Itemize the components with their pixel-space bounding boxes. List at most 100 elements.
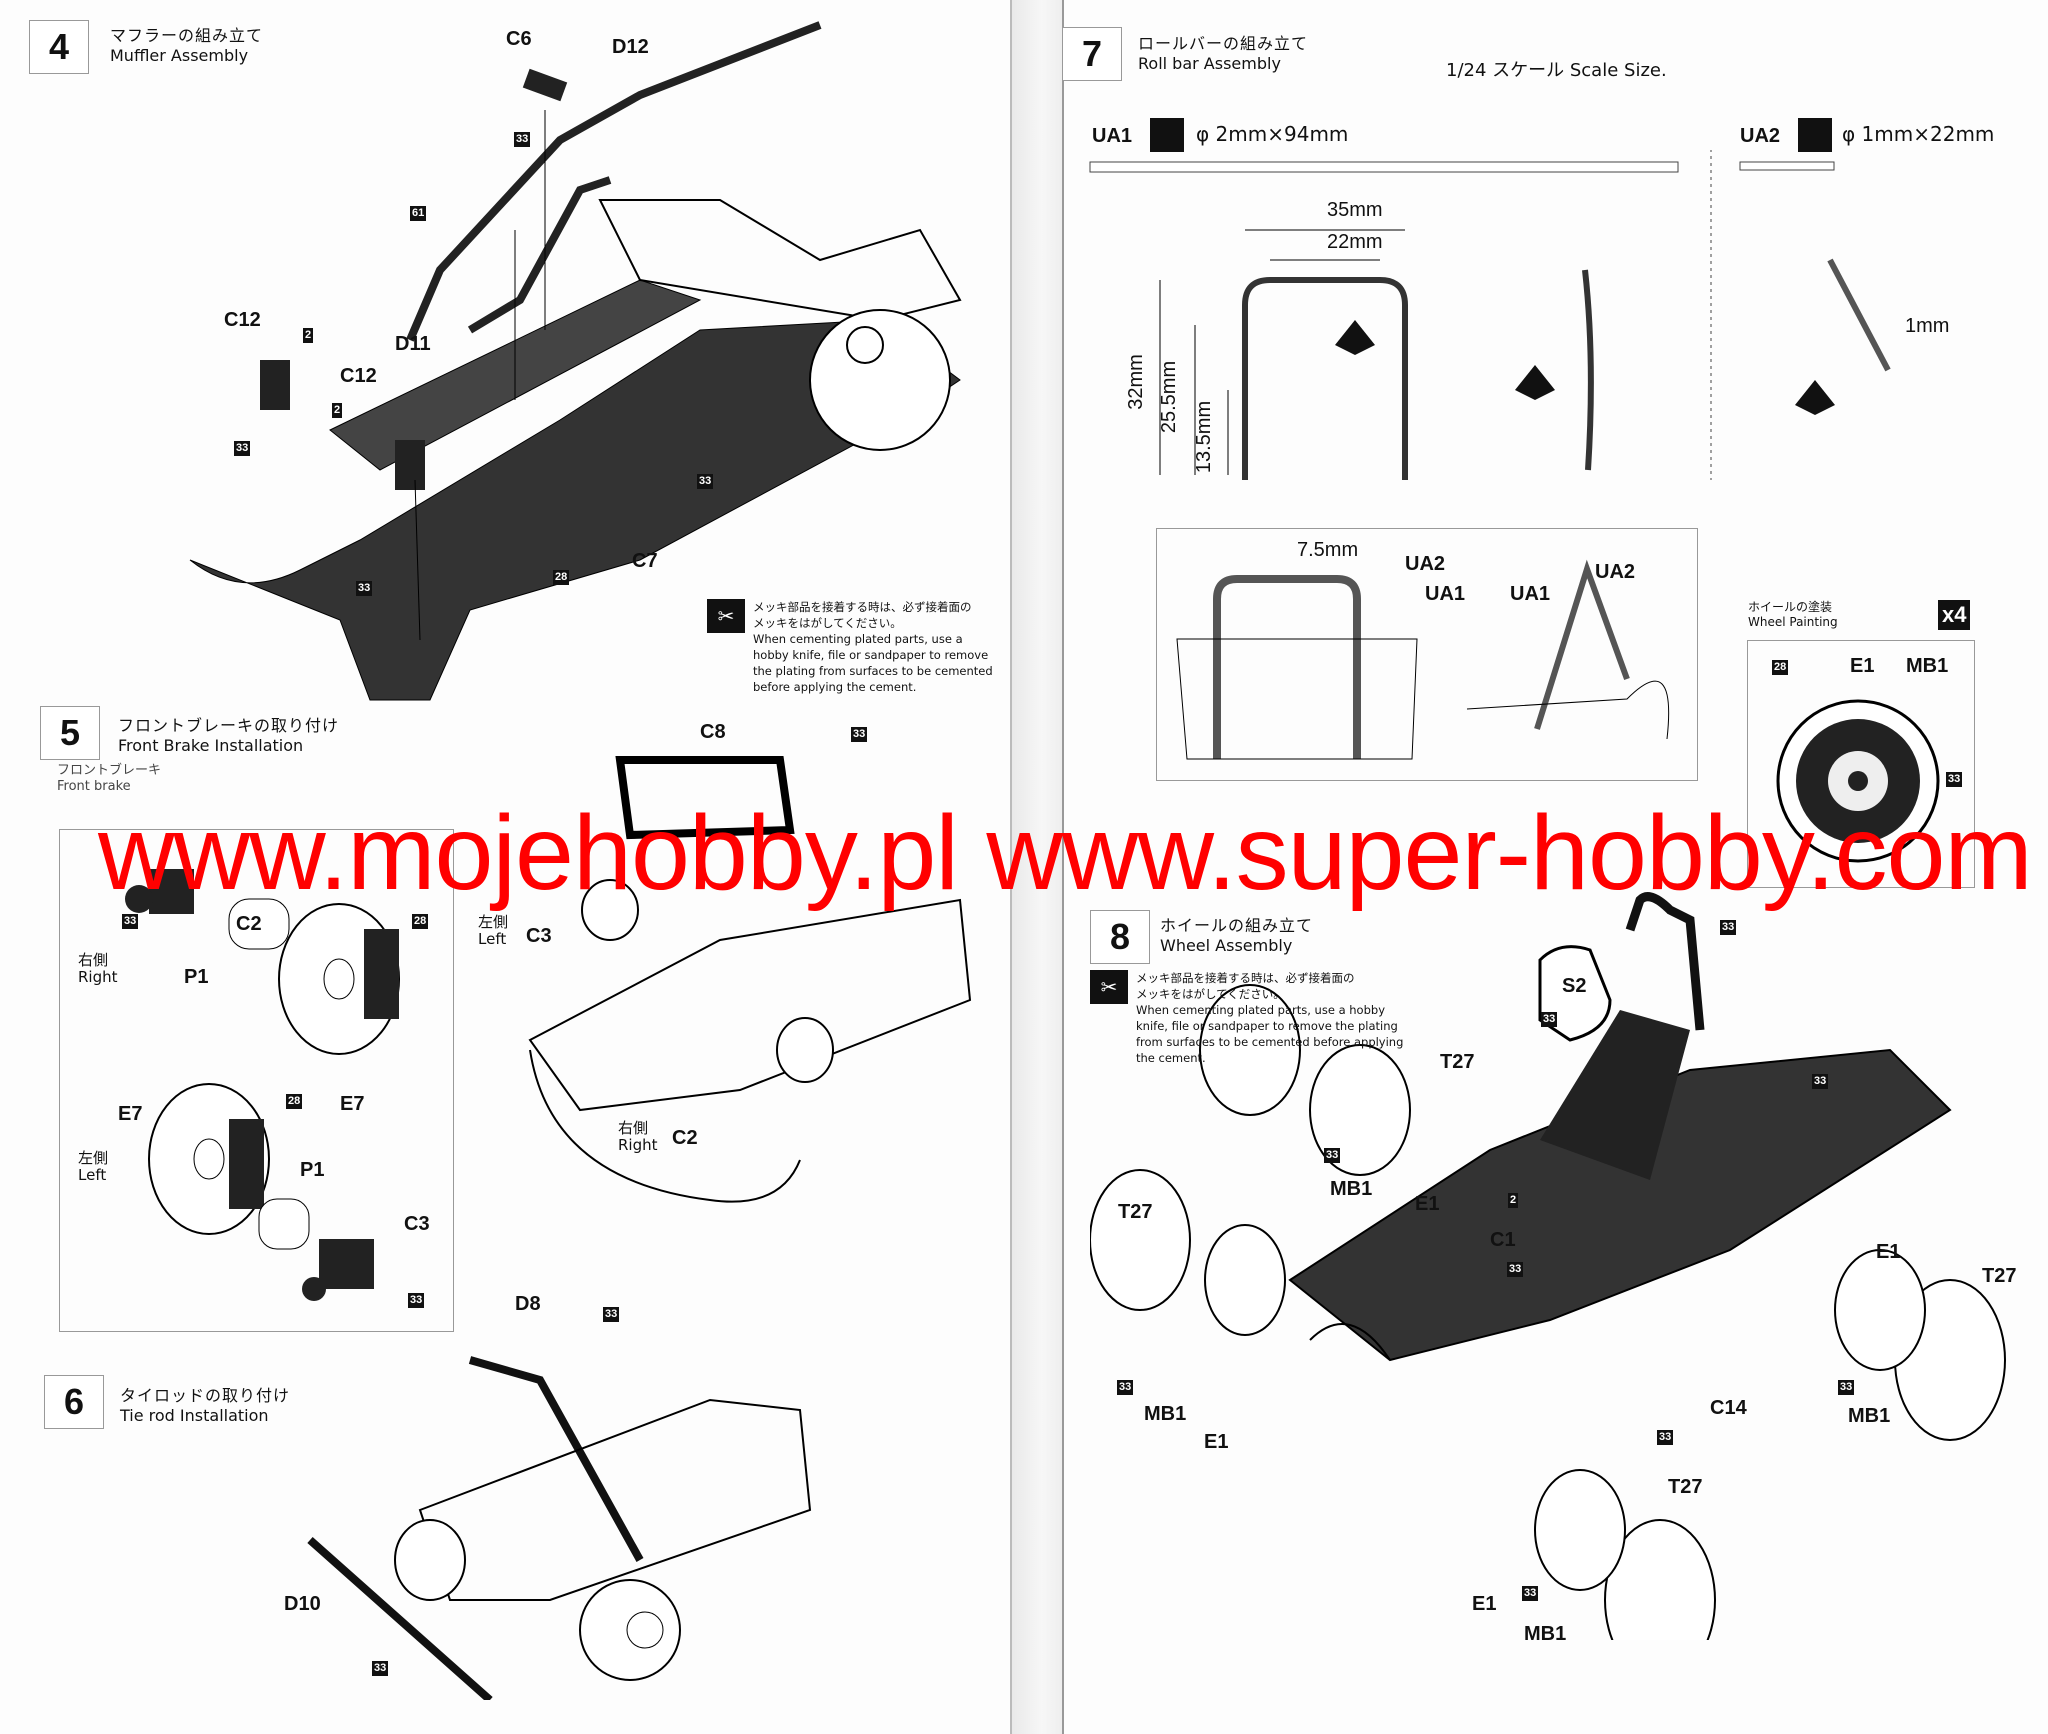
left-page [0, 0, 1012, 1734]
part-label: E1 [1876, 1241, 1901, 1263]
step-6-title-en: Tie rod Installation [120, 1406, 269, 1425]
right-jp: 右側 [618, 1119, 649, 1137]
part-label: UA1 [1425, 583, 1466, 605]
part-count-badge: 33 [234, 441, 251, 456]
right-en: Right [618, 1136, 658, 1154]
roll-bar-placement-panel [1156, 528, 1698, 781]
wheel-painting-panel [1747, 640, 1975, 888]
part-label: MB1 [1330, 1178, 1373, 1200]
part-label: T27 [1668, 1476, 1703, 1498]
right-page [1062, 0, 2048, 1734]
part-count-badge: 33 [408, 1293, 425, 1308]
step-8-title-jp: ホイールの組み立て [1160, 916, 1314, 935]
dimension-label: 1mm [1905, 315, 1950, 337]
caution-jp-line-1: メッキ部品を接着する時は、必ず接着面の [753, 600, 972, 614]
part-count-badge: 28 [1772, 660, 1789, 675]
front-brake-drawing [125, 869, 400, 1301]
dimension-label: 7.5mm [1297, 539, 1359, 561]
step-6-number: 6 [44, 1375, 104, 1429]
part-count-badge: 33 [1541, 1012, 1558, 1027]
part-label: D11 [395, 333, 431, 355]
right-jp: 右側 [78, 951, 109, 969]
step-5-title: フロントブレーキの取り付け Front Brake Installation [118, 712, 339, 755]
part-label: C8 [700, 721, 726, 743]
part-label: UA1 [1510, 583, 1551, 605]
step-8-number: 8 [1090, 910, 1150, 964]
part-count-badge: 61 [410, 206, 427, 221]
dimension-label: 13.5mm [1193, 400, 1216, 474]
dimension-label: 32mm [1124, 354, 1147, 410]
part-label: T27 [1118, 1201, 1153, 1223]
page-gutter [1012, 0, 1062, 1734]
part-count-badge: 28 [412, 914, 429, 929]
dimension-label: 35mm [1327, 199, 1383, 221]
part-label: C3 [526, 925, 552, 947]
part-count-badge: 33 [603, 1307, 620, 1322]
dimension-label: 25.5mm [1158, 360, 1181, 434]
part-label: C7 [632, 550, 658, 572]
part-label: MB1 [1848, 1405, 1891, 1427]
part-label: P1 [300, 1159, 325, 1181]
rod-material-icon [1150, 118, 1184, 152]
ua1-label: UA1 [1092, 125, 1133, 147]
part-label: MB1 [1144, 1403, 1187, 1425]
part-label: MB1 [1524, 1623, 1567, 1645]
part-label: UA2 [1595, 561, 1636, 583]
step-5-title-en: Front Brake Installation [118, 736, 304, 755]
part-count-badge: 33 [1812, 1074, 1829, 1089]
part-label: E1 [1415, 1193, 1440, 1215]
step-4-number: 4 [29, 20, 89, 74]
part-label: C14 [1710, 1397, 1747, 1419]
wheel-assembly-drawing [1090, 892, 2006, 1640]
part-count-badge: 33 [356, 581, 373, 596]
part-label: E1 [1204, 1431, 1229, 1453]
part-label: P1 [184, 966, 209, 988]
part-label: C1 [1490, 1229, 1516, 1251]
rod-diagrams [1089, 150, 1891, 480]
step-6-title-jp: タイロッドの取り付け [120, 1386, 291, 1405]
step-8-title: ホイールの組み立て Wheel Assembly [1160, 912, 1313, 955]
part-label: E1 [1472, 1593, 1497, 1615]
quantity-badge: x4 [1938, 600, 1971, 630]
step-7-title-jp: ロールバーの組み立て [1138, 34, 1309, 53]
part-count-badge: 33 [697, 474, 714, 489]
caution-jp-line-2: メッキをはがしてください。 [1136, 987, 1285, 1001]
part-label: C2 [672, 1127, 698, 1149]
plating-caution-note: ✂ メッキ部品を接着する時は、必ず接着面のメッキをはがしてください。When c… [1090, 970, 1420, 1066]
part-count-badge: 33 [851, 727, 868, 742]
part-label: D10 [284, 1593, 321, 1615]
front-suspension-drawing [528, 756, 972, 1203]
muffler-chassis-drawing [189, 21, 962, 701]
step-5-title-jp: フロントブレーキの取り付け [118, 716, 340, 735]
part-count-badge: 2 [303, 328, 314, 343]
step-4-title: マフラーの組み立て Muffler Assembly [110, 22, 263, 65]
step-7-number: 7 [1062, 27, 1122, 81]
sub-en: Front brake [57, 779, 131, 794]
step-7-title-en: Roll bar Assembly [1138, 54, 1281, 73]
watermark: www.mojehobby.pl www.super-hobby.com [98, 794, 2033, 912]
part-label: E7 [118, 1103, 143, 1125]
part-label: T27 [1982, 1265, 2017, 1287]
step-8-title-en: Wheel Assembly [1160, 936, 1293, 955]
part-label: S2 [1562, 975, 1587, 997]
part-count-badge: 2 [332, 403, 343, 418]
part-count-badge: 33 [1946, 772, 1963, 787]
part-count-badge: 33 [514, 132, 531, 147]
ua2-label: UA2 [1740, 125, 1781, 147]
part-count-badge: 33 [122, 914, 139, 929]
part-count-badge: 33 [1507, 1262, 1524, 1277]
part-count-badge: 33 [1522, 1586, 1539, 1601]
step-4-title-en: Muffler Assembly [110, 46, 249, 65]
part-count-badge: 33 [1657, 1430, 1674, 1445]
step-5-number: 5 [40, 706, 100, 760]
part-label: C12 [340, 365, 377, 387]
plating-caution-note: ✂ メッキ部品を接着する時は、必ず接着面のメッキをはがしてください。When c… [707, 599, 997, 695]
part-label: C2 [236, 913, 262, 935]
part-label: UA2 [1405, 553, 1446, 575]
front-brake-panel [59, 829, 454, 1332]
caution-jp-line-2: メッキをはがしてください。 [753, 616, 902, 630]
